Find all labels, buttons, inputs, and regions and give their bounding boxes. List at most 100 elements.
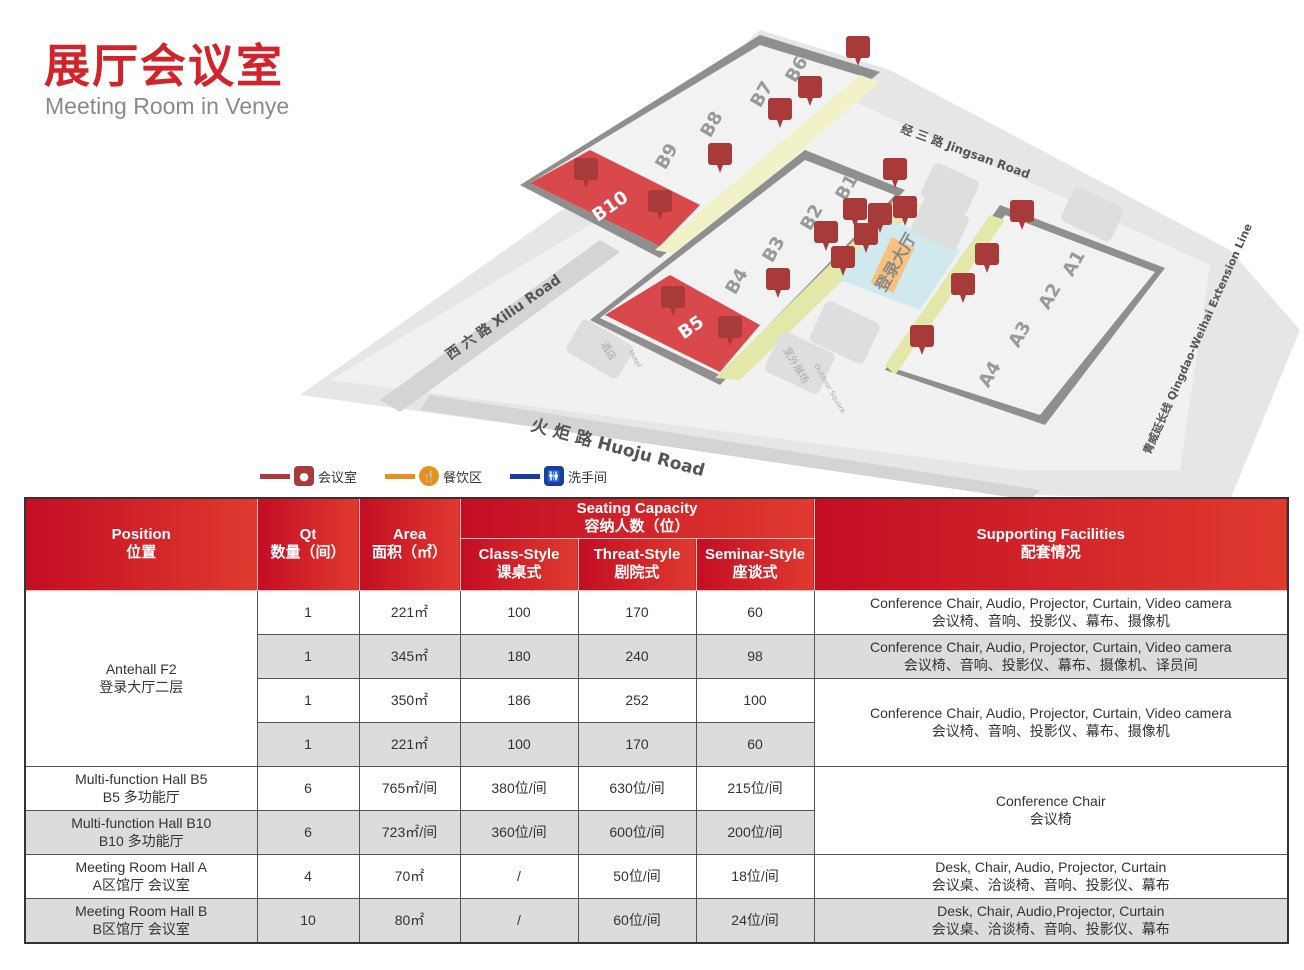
threat-cell: 170 <box>577 721 697 767</box>
legend-label: 洗手间 <box>568 470 608 486</box>
pin-pointer <box>984 265 990 273</box>
seminar-cell: 98 <box>695 633 815 679</box>
qt-cell: 1 <box>256 721 360 767</box>
pin-pointer <box>960 295 966 303</box>
seminar-cell: 24位/间 <box>695 897 815 943</box>
pin-pointer <box>657 212 663 220</box>
meeting-room-pin-icon <box>831 246 855 268</box>
threat-cell: 600位/间 <box>577 809 697 855</box>
legend-item-dining: 🍴 餐饮区 <box>385 466 482 486</box>
pin-pointer <box>877 225 883 233</box>
meeting-room-pin-icon <box>708 143 732 165</box>
qt-cell: 6 <box>256 765 360 811</box>
legend-label: 会议室 <box>318 470 358 486</box>
legend-item-restroom: 🚻 洗手间 <box>510 466 607 486</box>
meeting-room-icon: ● <box>294 466 314 486</box>
seminar-cell: 60 <box>695 589 815 635</box>
pin-pointer <box>823 243 829 251</box>
legend-swatch <box>385 473 416 479</box>
pin-pointer <box>775 290 781 298</box>
class-cell: / <box>459 897 579 943</box>
meeting-room-pin-icon <box>951 273 975 295</box>
facilities-cell: Conference Chair, Audio, Projector, Curt… <box>813 633 1289 679</box>
pin-pointer <box>855 58 861 66</box>
pin-pointer <box>892 180 898 188</box>
facilities-cell: Conference Chair, Audio, Projector, Curt… <box>813 677 1289 767</box>
legend-label: 餐饮区 <box>443 470 483 486</box>
threat-cell: 240 <box>577 633 697 679</box>
area-cell: 221㎡ <box>358 589 461 635</box>
seminar-cell: 215位/间 <box>695 765 815 811</box>
meeting-room-pin-icon <box>843 198 867 220</box>
class-cell: / <box>459 853 579 899</box>
area-cell: 221㎡ <box>358 721 461 767</box>
qt-cell: 10 <box>256 897 360 943</box>
pin-pointer <box>1019 222 1025 230</box>
area-cell: 765㎡/间 <box>358 765 461 811</box>
legend-item-meeting: ● 会议室 <box>260 466 357 486</box>
meeting-room-pin-icon <box>574 158 598 180</box>
map-legend: ● 会议室 🍴 餐饮区 🚻 洗手间 <box>260 466 629 486</box>
threat-cell: 630位/间 <box>577 765 697 811</box>
class-cell: 186 <box>459 677 579 723</box>
threat-cell: 60位/间 <box>577 897 697 943</box>
class-cell: 360位/间 <box>459 809 579 855</box>
seminar-cell: 100 <box>695 677 815 723</box>
meeting-room-pin-icon <box>768 98 792 120</box>
meeting-room-pin-icon <box>814 221 838 243</box>
pin-pointer <box>919 347 925 355</box>
meeting-room-pin-icon <box>648 190 672 212</box>
pin-pointer <box>583 180 589 188</box>
pin-pointer <box>840 268 846 276</box>
threat-cell: 170 <box>577 589 697 635</box>
area-cell: 70㎡ <box>358 853 461 899</box>
meeting-room-pin-icon <box>661 286 685 308</box>
class-cell: 180 <box>459 633 579 679</box>
facilities-cell: Conference Chair, Audio, Projector, Curt… <box>813 589 1289 635</box>
meeting-room-pin-icon <box>854 223 878 245</box>
qt-cell: 1 <box>256 589 360 635</box>
meeting-room-pin-icon <box>893 196 917 218</box>
meeting-room-pin-icon <box>910 325 934 347</box>
qt-cell: 1 <box>256 677 360 723</box>
pin-pointer <box>670 308 676 316</box>
pin-pointer <box>807 98 813 106</box>
seminar-cell: 18位/间 <box>695 853 815 899</box>
area-cell: 80㎡ <box>358 897 461 943</box>
seminar-cell: 60 <box>695 721 815 767</box>
meeting-room-pin-icon <box>1010 200 1034 222</box>
qt-cell: 1 <box>256 633 360 679</box>
threat-cell: 252 <box>577 677 697 723</box>
qt-cell: 4 <box>256 853 360 899</box>
dining-icon: 🍴 <box>419 466 440 486</box>
class-cell: 380位/间 <box>459 765 579 811</box>
meeting-room-pin-icon <box>883 158 907 180</box>
meeting-room-pin-icon <box>718 316 742 338</box>
class-cell: 100 <box>459 721 579 767</box>
legend-swatch <box>510 473 541 479</box>
pin-pointer <box>717 165 723 173</box>
area-cell: 350㎡ <box>358 677 461 723</box>
page-subtitle: Meeting Room in Venye <box>45 93 290 119</box>
pin-pointer <box>863 245 869 253</box>
seminar-cell: 200位/间 <box>695 809 815 855</box>
venue-map: B6 B7 B8 B9 B10 B1 B2 B3 B4 B5 A1 A2 A3 … <box>300 30 1300 500</box>
threat-cell: 50位/间 <box>577 853 697 899</box>
